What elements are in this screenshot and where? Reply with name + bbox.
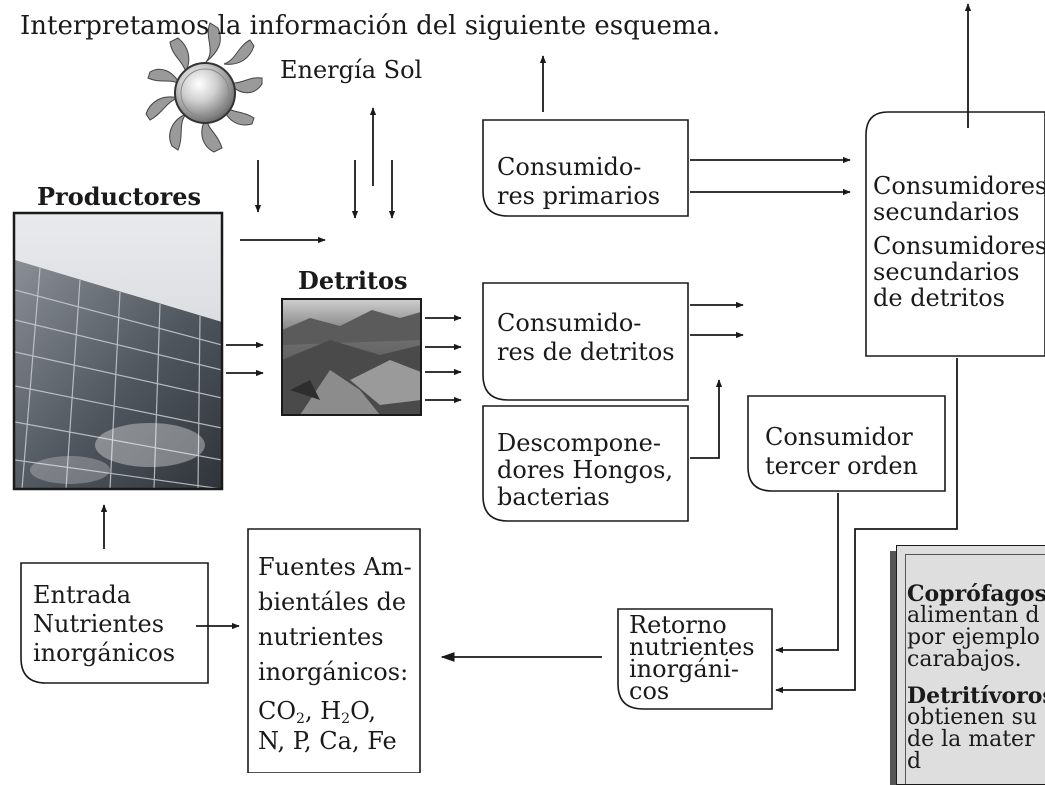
consumidores-secundarios-line4: secundarios [873,258,1020,286]
consumidores-secundarios-line5: de detritos [873,284,1005,312]
formula-h: , H [304,697,342,725]
retorno-line2: nutrientes [629,633,755,661]
note-line6: d [907,749,922,774]
side-note-box: Coprófagos alimentan d por ejemplo carab… [896,545,1045,785]
fuentes-label: Fuentes Am- bientáles de nutrientes inor… [258,550,412,756]
consumidores-detritos-line1: Consumido- [497,309,642,337]
entrada-box [20,562,209,684]
consumidor-tercer-orden-line2: tercer orden [765,452,919,480]
fuentes-line6: N, P, Ca, Fe [258,727,397,755]
formula-sub-h2: 2 [341,711,351,727]
side-note-text: Coprófagos alimentan d por ejemplo carab… [907,583,1045,773]
consumidores-secundarios-label: Consumidores secundarios Consumidores se… [873,173,1045,311]
sun-icon [145,22,263,153]
page-title: Interpretamos la información del siguien… [20,11,721,41]
descomponedores-line2: dores Hongos, [497,456,674,484]
descomponedores-box [482,405,689,522]
formula-co: CO [258,697,297,725]
energia-sol-label: Energía Sol [280,56,423,84]
fuentes-box [247,528,421,773]
descomponedores-line3: bacterias [497,483,610,511]
entrada-label: Entrada Nutrientes inorgánicos [33,581,175,668]
consumidores-primarios-line2: res primarios [497,182,661,210]
note-line2: por ejemplo [907,625,1040,650]
consumidores-primarios-line1: Consumido- [497,153,642,181]
note-line5: de la mater [907,727,1035,752]
consumidores-detritos-box [482,282,689,401]
fuentes-line1: Fuentes Am- [258,553,412,581]
rocky-landscape-image [281,298,422,416]
retorno-box [617,608,773,710]
retorno-line3: inorgáni- [629,655,739,683]
retorno-line1: Retorno [629,611,727,639]
note-line1: alimentan d [907,603,1040,628]
fuentes-line3: nutrientes [258,623,384,651]
consumidores-primarios-box [482,119,689,217]
side-note-inner [905,554,1045,784]
descomponedores-label: Descompone- dores Hongos, bacterias [497,430,673,511]
arrow-descomponedores-up [690,379,723,459]
arrow-secundarios-retorno [775,358,958,694]
fuentes-line4: inorgánicos: [258,658,409,686]
entrada-line3: inorgánicos [33,639,176,667]
note-term-detritivoros: Detritívoros [907,683,1045,709]
descomponedores-line1: Descompone- [497,429,661,457]
productores-label: Productores [37,182,202,211]
consumidores-secundarios-line2: secundarios [873,198,1020,226]
note-line4: obtienen su [907,705,1038,730]
entrada-line1: Entrada [33,581,132,609]
solar-panels-image [12,211,224,491]
note-line3: carabajos. [907,647,1022,672]
consumidor-tercer-orden-box [747,395,946,492]
retorno-label: Retorno nutrientes inorgáni- cos [629,611,755,705]
consumidores-detritos-line2: res de detritos [497,338,675,366]
arrow-tercer-retorno [775,493,839,654]
formula-sub-co2: 2 [296,711,305,727]
consumidores-detritos-label: Consumido- res de detritos [497,309,675,367]
fuentes-line5: CO2, H2O, [258,696,412,726]
retorno-line4: cos [629,677,670,705]
consumidores-secundarios-line1: Consumidores [873,172,1045,200]
consumidor-tercer-orden-line1: Consumidor [765,423,913,451]
consumidores-secundarios-line3: Consumidores [873,232,1045,260]
note-term-coprofagos: Coprófagos [907,581,1045,607]
consumidores-primarios-label: Consumido- res primarios [497,153,660,211]
fuentes-line2: bientáles de [258,588,407,616]
consumidor-tercer-orden-label: Consumidor tercer orden [765,423,918,481]
detritos-label: Detritos [298,266,408,295]
consumidores-secundarios-box [865,111,1045,357]
entrada-line2: Nutrientes [33,610,165,638]
formula-o: O, [350,697,376,725]
